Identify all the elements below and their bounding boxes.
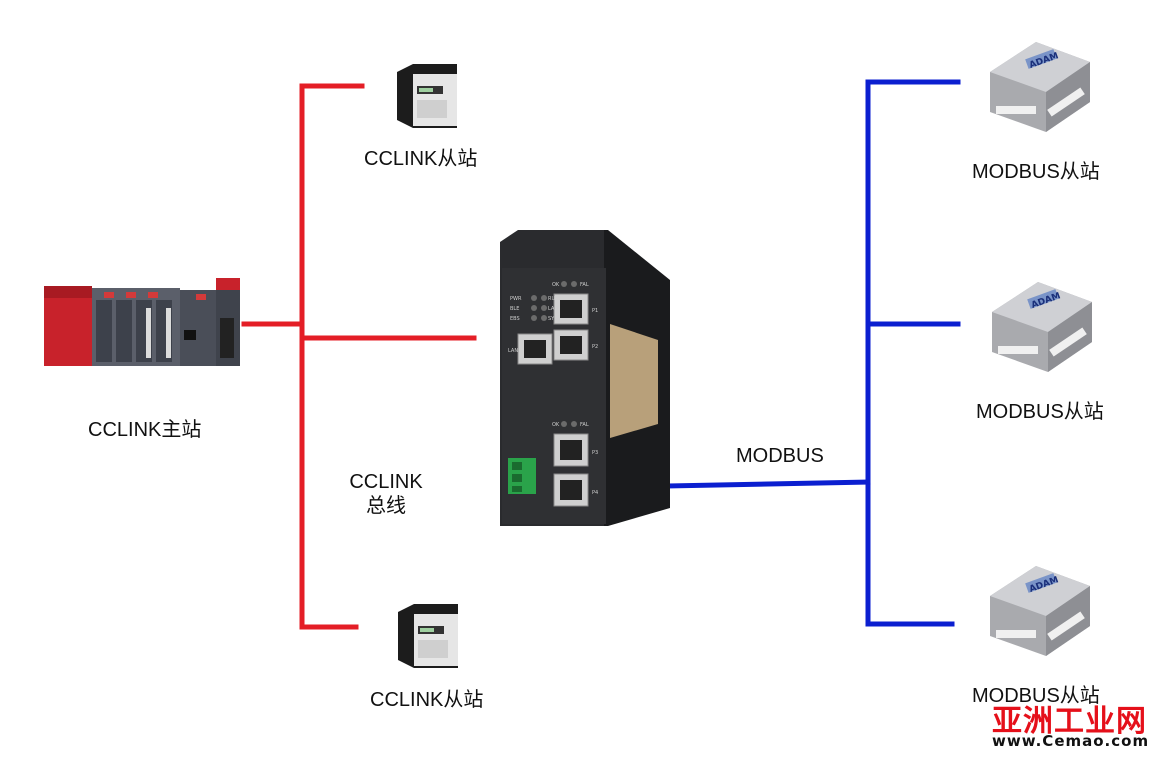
cclink-master-plc <box>44 278 244 368</box>
modbus-slave-1-label: MODBUS从站 <box>972 161 1100 183</box>
modbus-slave-1-device: ADAM <box>986 36 1096 136</box>
port-label-p1: P1 <box>592 308 598 314</box>
led-label-lan: LAN <box>548 306 558 312</box>
status-top-ok: OK <box>552 282 560 288</box>
cclink-bus-label-line2: 总线 <box>366 495 406 517</box>
cclink-slave-bottom-label: CCLINK从站 <box>370 689 484 711</box>
modbus-bus-label: MODBUS <box>736 445 824 467</box>
modbus-bus <box>665 79 961 627</box>
watermark: 亚洲工业网 www.Cemao.com <box>988 694 1166 756</box>
status-bottom-ok: OK <box>552 422 560 428</box>
modbus-slave-2-label: MODBUS从站 <box>976 401 1104 423</box>
modbus-gateway-link <box>665 479 871 489</box>
led-label-ble: BLE <box>510 306 519 312</box>
cclink-slave-bottom-device <box>394 604 462 672</box>
cclink-master-label: CCLINK主站 <box>88 419 202 441</box>
cclink-bus-label-line1: CCLINK <box>349 471 423 493</box>
port-label-lan: LAN <box>508 348 518 354</box>
port-label-p4: P4 <box>592 490 598 496</box>
port-label-p2: P2 <box>592 344 598 350</box>
modbus-slave-2-device: ADAM <box>988 276 1098 376</box>
led-label-run: RUN <box>548 296 559 302</box>
cclink-slave-top-label: CCLINK从站 <box>364 148 478 170</box>
watermark-url: www.Cemao.com <box>992 732 1150 750</box>
led-label-ebs: EBS <box>510 316 520 322</box>
status-top-fal: FAL <box>580 282 589 288</box>
modbus-slave-3-device: ADAM <box>986 560 1096 660</box>
watermark-brand: 亚洲工业网 <box>992 704 1147 739</box>
modbus-slave-3-label: MODBUS从站 <box>972 685 1100 707</box>
led-label-pwr: PWR <box>510 296 522 302</box>
cclink-slave-top-device <box>393 64 461 132</box>
cclink-bus-label: CCLINK 总线 <box>344 470 428 518</box>
port-label-p3: P3 <box>592 450 598 456</box>
cclink-modbus-gateway: PWR BLE EBS RUN LAN SYS OK FAL OK FAL P1… <box>498 228 670 530</box>
cclink-bus <box>241 83 477 630</box>
led-label-sys: SYS <box>548 316 557 322</box>
status-bottom-fal: FAL <box>580 422 589 428</box>
